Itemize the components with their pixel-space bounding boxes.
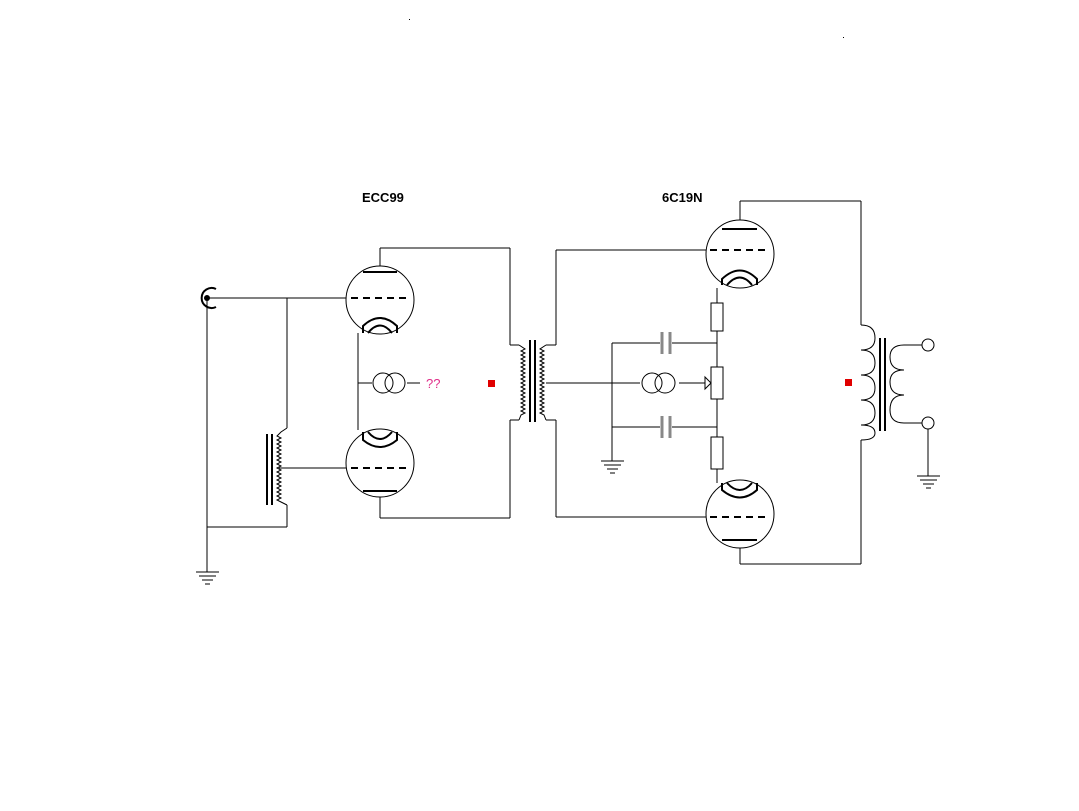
input-transformer [266, 427, 288, 506]
speck [843, 37, 844, 38]
cathode-potentiometer[interactable] [710, 366, 724, 400]
output-current-source-icon [641, 372, 676, 394]
output-terminal-ground[interactable] [921, 416, 935, 430]
output-secondary-wiring [546, 249, 706, 518]
input-wiring [206, 297, 346, 568]
potentiometer-wiper-icon [704, 375, 712, 391]
ground-symbol [196, 568, 219, 585]
cathode-resistor-bottom[interactable] [710, 436, 724, 470]
bypass-capacitor-bottom[interactable] [660, 416, 672, 438]
bypass-capacitor-top[interactable] [660, 332, 672, 354]
output-terminal-hot[interactable] [921, 338, 935, 352]
driver-tube-bottom[interactable] [345, 428, 415, 498]
current-source-icon [372, 372, 406, 394]
speck [409, 19, 410, 20]
output-tube-top[interactable] [705, 219, 775, 289]
ground-symbol [601, 458, 624, 474]
driver-tube-top[interactable] [345, 265, 415, 335]
output-tube-label: 6C19N [662, 190, 702, 205]
ground-symbol [917, 473, 940, 489]
output-tube-bottom[interactable] [705, 479, 775, 549]
interstage-transformer [518, 340, 547, 422]
output-transformer [860, 324, 929, 473]
output-plate-wiring [611, 200, 862, 565]
cathode-resistor-top[interactable] [710, 302, 724, 332]
center-tap-marker [845, 379, 852, 386]
driver-tube-label: ECC99 [362, 190, 404, 205]
center-tap-marker [488, 380, 495, 387]
unknown-source-label: ?? [426, 376, 440, 391]
driver-plate-wiring [357, 247, 519, 519]
